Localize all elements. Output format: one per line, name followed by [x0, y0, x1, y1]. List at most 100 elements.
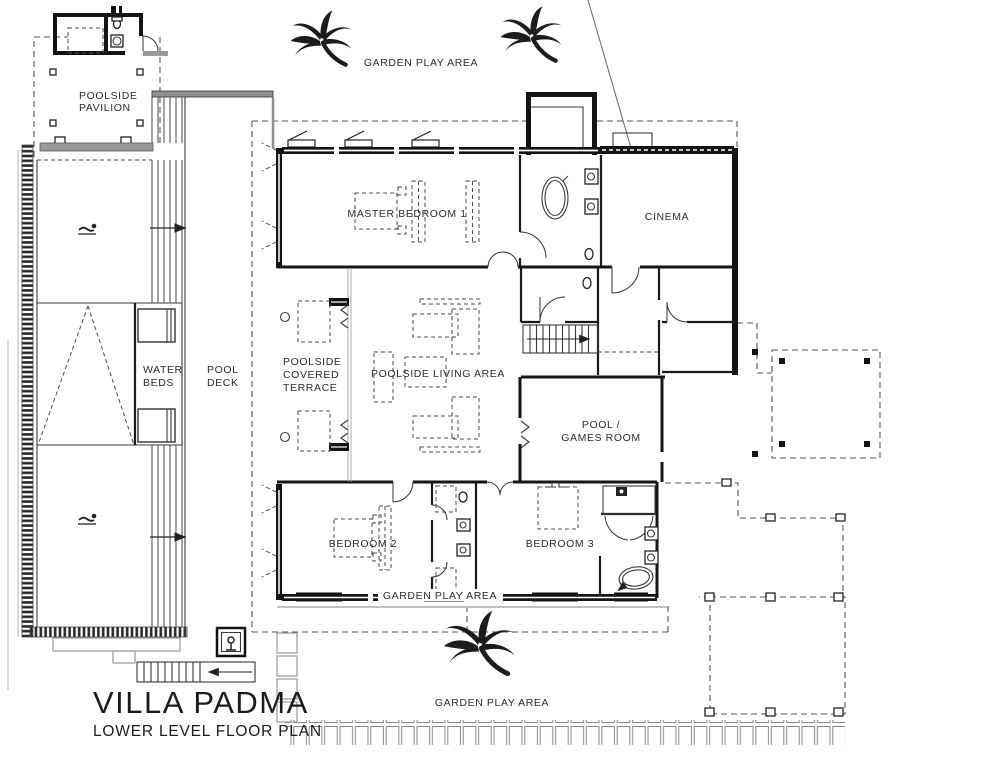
pavilion-column [136, 68, 144, 76]
east-wall [732, 148, 738, 375]
pergola-post [721, 478, 732, 487]
pergola-column [752, 451, 758, 457]
basin-bowl [586, 202, 596, 211]
pool-step-platform [52, 637, 181, 652]
wc-detail [619, 489, 624, 494]
label-pool-games-room: GAMES ROOM [561, 432, 641, 444]
stepping-stone [276, 678, 298, 700]
pool-edge-hatch-bottom [29, 626, 188, 638]
pergola-upper [771, 349, 881, 459]
pool-edge-hatch-left [21, 144, 34, 638]
main-stair [522, 324, 599, 354]
master-bath-door [519, 231, 547, 259]
label-water-beds: BEDS [143, 377, 174, 389]
wardrobe [411, 180, 426, 243]
pergola-post [704, 592, 715, 602]
changing-counter [67, 27, 104, 54]
label-poolside-living-area: POOLSIDE LIVING AREA [371, 368, 505, 380]
toilet-fixture [582, 276, 592, 290]
paving [276, 632, 845, 745]
pavilion-wall-stub [143, 51, 168, 56]
shower-enclosure-inner [220, 631, 242, 653]
site-boundary-lines [7, 0, 844, 690]
pavilion-bath-wall-top [53, 13, 143, 17]
water-bed-upper-detail [166, 309, 172, 342]
drawing-title: VILLA PADMA [93, 685, 309, 720]
label-poolside-covered-terrace: TERRACE [283, 382, 337, 394]
label-garden-play-area-top: GARDEN PLAY AREA [364, 57, 478, 69]
garden-stair [136, 661, 256, 683]
powder-room-door [539, 296, 566, 323]
label-water-beds: WATER [143, 364, 183, 376]
label-bedroom-3: BEDROOM 3 [526, 538, 594, 550]
bedside-table [372, 514, 382, 524]
door-arcs [392, 231, 688, 578]
bottom-wing-walls [277, 480, 659, 598]
garden-boundary-dashed [251, 120, 738, 633]
pavilion-column [136, 119, 144, 127]
pergola-column [864, 441, 870, 447]
stepping-stone [276, 655, 298, 677]
window-jamb [659, 452, 666, 462]
basin-fixture [584, 168, 599, 185]
toilet-fixture [584, 247, 594, 261]
basin-fixture [456, 543, 471, 557]
drawing-subtitle: LOWER LEVEL FLOOR PLAN [93, 723, 322, 740]
basin-fixture [644, 526, 659, 541]
pergola-post [765, 513, 776, 522]
tub-arrow [617, 581, 628, 592]
basin-fixture [456, 518, 471, 532]
bathtub-oval [618, 566, 654, 590]
stepping-stone [276, 632, 298, 654]
label-poolside-covered-terrace: POOLSIDE [283, 356, 341, 368]
basin-bowl [459, 546, 467, 554]
master-double-door [487, 251, 519, 268]
basin-bowl [646, 553, 656, 562]
toilet-tank [111, 16, 123, 22]
garden-pergolas [704, 349, 881, 717]
outdoor-shower-icon [226, 636, 236, 651]
site-diagonal-line [587, 0, 632, 149]
window-jamb [334, 146, 339, 155]
room-labels: GARDEN PLAY AREA POOLSIDE PAVILION MASTE… [79, 57, 689, 709]
poolside-covered-terrace [279, 268, 352, 482]
sofa [451, 396, 480, 440]
water-bed-lower-detail [166, 409, 172, 442]
swimmer-icon [77, 512, 98, 525]
bed [354, 192, 398, 230]
pergola-column [779, 441, 785, 447]
basin-bowl [586, 172, 596, 181]
terrace-column [279, 431, 291, 443]
pool-step-platform [112, 650, 136, 664]
label-garden-play-area-bottom: GARDEN PLAY AREA [435, 697, 549, 709]
bathtub-tap [562, 175, 569, 182]
bath-fixtures [435, 168, 659, 595]
window-jamb [454, 146, 459, 155]
sun-loungers [287, 130, 440, 148]
pergola-post [765, 592, 776, 602]
sun-lounger [344, 130, 373, 148]
pool-shallow-triangle [37, 305, 135, 446]
label-bedroom-2: BEDROOM 2 [329, 538, 397, 550]
pergola-column [779, 358, 785, 364]
wall-mark [111, 6, 116, 14]
pool-step-lines [151, 95, 183, 627]
folding-door-chevrons [340, 304, 349, 444]
entry-wall [592, 92, 597, 155]
terrace-column [279, 311, 291, 323]
garden-stair-treads [143, 662, 201, 682]
bed [537, 486, 579, 530]
console [419, 446, 481, 453]
closet [602, 485, 656, 515]
label-pool-deck: DECK [207, 377, 239, 389]
console [419, 298, 481, 305]
pavilion-bath-divider [104, 15, 108, 55]
pavilion-door-arc [142, 35, 159, 52]
swimmer-icon [77, 222, 98, 235]
wardrobe [378, 505, 392, 571]
bench [373, 351, 394, 403]
palm-tree-icon [291, 11, 352, 65]
bathtub [541, 176, 569, 220]
pergola-column [752, 349, 758, 355]
